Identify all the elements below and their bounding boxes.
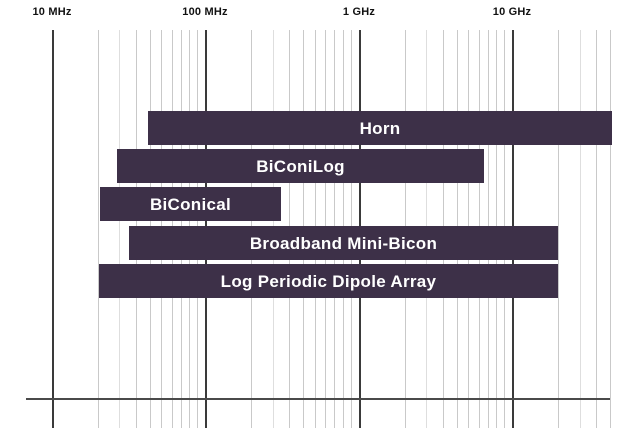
minor-gridline bbox=[98, 30, 99, 428]
x-tick-label-2: 1 GHz bbox=[342, 6, 376, 18]
bar-label: Log Periodic Dipole Array bbox=[220, 271, 437, 291]
minor-gridline bbox=[580, 30, 581, 428]
x-tick-label-3: 10 GHz bbox=[492, 6, 532, 18]
bar-log-periodic-dipole-array: Log Periodic Dipole Array bbox=[99, 264, 558, 298]
bar-biconilog: BiConiLog bbox=[117, 149, 484, 183]
minor-gridline bbox=[558, 30, 559, 428]
x-axis-tick-labels: 10 MHz 100 MHz 1 GHz 10 GHz bbox=[0, 0, 635, 30]
bar-broadband-mini-bicon: Broadband Mini-Bicon bbox=[129, 226, 558, 260]
bar-label: Horn bbox=[359, 118, 401, 138]
minor-gridline bbox=[610, 30, 611, 428]
bar-horn: Horn bbox=[148, 111, 612, 145]
minor-gridline bbox=[119, 30, 120, 428]
bar-biconical: BiConical bbox=[100, 187, 281, 221]
bar-label: Broadband Mini-Bicon bbox=[249, 233, 438, 253]
bar-label: BiConiLog bbox=[256, 156, 345, 176]
bar-label: BiConical bbox=[149, 194, 232, 214]
minor-gridline bbox=[596, 30, 597, 428]
x-tick-label-0: 10 MHz bbox=[32, 6, 72, 18]
major-gridline-0 bbox=[52, 30, 54, 428]
x-tick-label-1: 100 MHz bbox=[182, 6, 228, 18]
x-axis-baseline bbox=[26, 398, 610, 400]
